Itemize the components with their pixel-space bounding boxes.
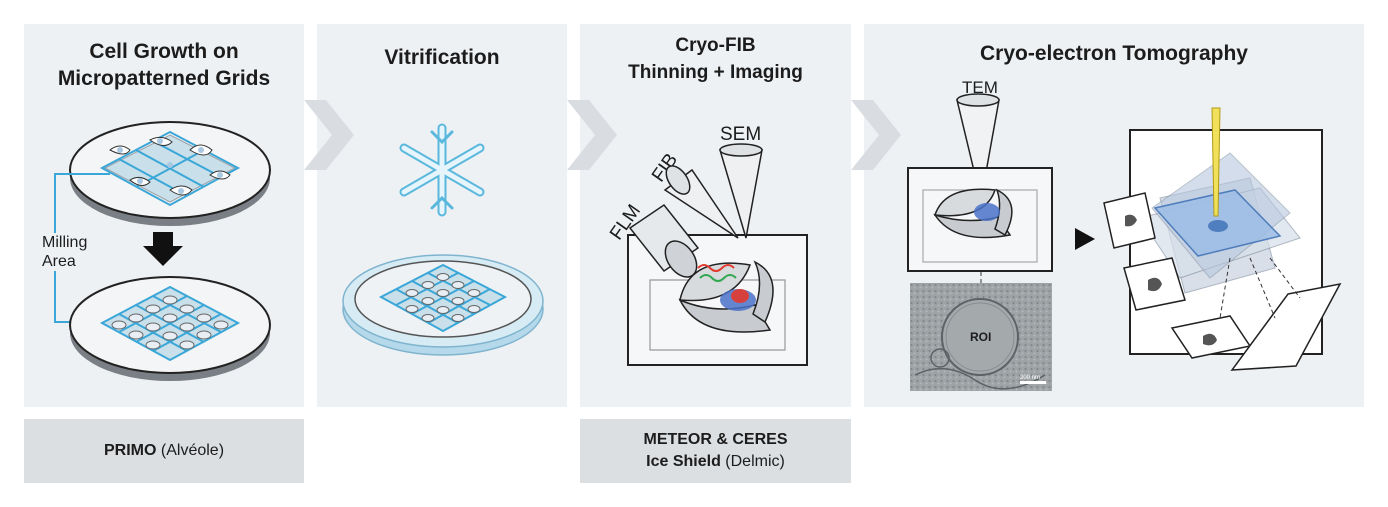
tomography-reconstruction	[1103, 107, 1342, 371]
tem-illustration	[907, 93, 1053, 285]
footer-primo: PRIMO (Alvéole)	[24, 419, 304, 483]
panel-title-vitrification: Vitrification	[317, 44, 567, 71]
footer-line: PRIMO (Alvéole)	[24, 442, 304, 460]
footer-product-name: PRIMO	[103, 442, 157, 459]
sem-label: SEM	[720, 124, 762, 145]
chevron-arrow-icon	[567, 100, 617, 170]
panel-title-cryo-fib: Cryo-FIB Thinning + Imaging	[580, 32, 851, 86]
panel-title-cell-growth: Cell Growth on Micropatterned Grids	[24, 38, 304, 92]
fib-lamella-illustration	[627, 143, 808, 366]
grid-illustration-top	[69, 121, 271, 226]
footer-product-name: METEOR & CERES	[643, 431, 788, 448]
grid-illustration-bottom	[69, 276, 271, 381]
panel-title-cryo-et: Cryo-electron Tomography	[864, 40, 1364, 67]
footer-delmic: METEOR & CERES Ice Shield (Delmic)	[580, 419, 851, 483]
tem-label: TEM	[962, 78, 998, 97]
play-arrow-icon	[1075, 228, 1095, 250]
footer-line: Ice Shield (Delmic)	[580, 451, 851, 473]
milling-area-label: Milling Area	[40, 233, 90, 271]
footer-vendor: (Delmic)	[720, 453, 785, 470]
label-line: Milling	[42, 234, 88, 251]
title-line: Vitrification	[384, 46, 500, 69]
title-line: Thinning + Imaging	[628, 62, 803, 83]
tomogram-image	[910, 283, 1052, 391]
chevron-arrow-icon	[304, 100, 354, 170]
down-arrow-icon	[143, 232, 183, 266]
title-line: Cryo-FIB	[675, 35, 756, 56]
title-line: Cryo-electron Tomography	[980, 42, 1248, 65]
footer-line: METEOR & CERES	[580, 429, 851, 451]
title-line: Cell Growth on	[89, 40, 239, 63]
snowflake-icon	[399, 123, 485, 217]
footer-product-name: Ice Shield	[646, 453, 721, 470]
title-line: Micropatterned Grids	[57, 67, 271, 90]
vitrified-grid	[342, 254, 544, 356]
chevron-arrow-icon	[851, 100, 901, 170]
footer-vendor: (Alvéole)	[156, 442, 225, 459]
label-line: Area	[42, 253, 76, 270]
roi-label: ROI	[970, 330, 992, 344]
scale-bar-label: 200 nm	[1020, 375, 1041, 381]
